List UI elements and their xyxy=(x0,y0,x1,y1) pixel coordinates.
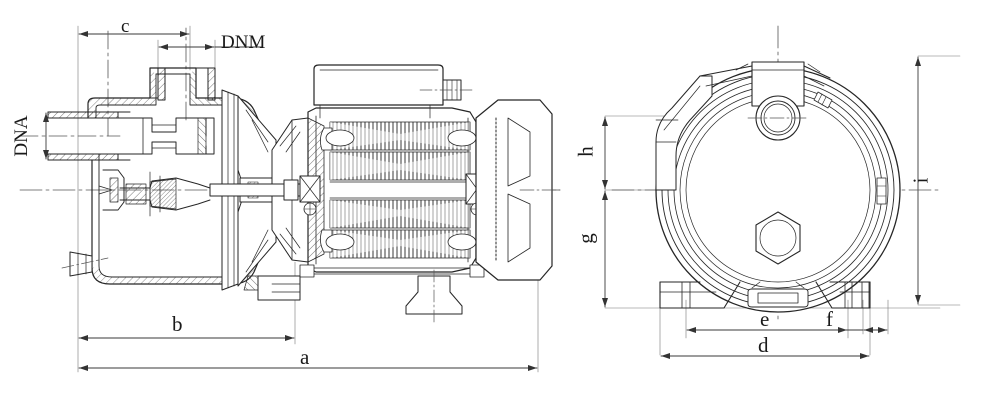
discharge-nozzle xyxy=(149,67,233,101)
base-feet xyxy=(659,281,871,309)
motor-frame xyxy=(299,107,489,278)
hex-plug xyxy=(755,211,801,265)
side-bracket xyxy=(655,75,713,191)
dimension-label-f: f xyxy=(826,307,833,331)
dimension-label-dna: DNA xyxy=(11,115,32,157)
dimension-label-dnm: DNM xyxy=(221,32,266,53)
sectional-side-view xyxy=(19,25,561,373)
dimension-label-c: c xyxy=(121,16,130,37)
discharge-port-circle xyxy=(747,95,809,141)
end-view xyxy=(602,25,961,359)
fan-cover xyxy=(475,99,561,281)
dimension-lines-right xyxy=(602,56,921,359)
casing-ribs xyxy=(813,91,887,205)
dimension-label-a: a xyxy=(300,345,310,369)
dimension-label-b: b xyxy=(172,312,183,336)
dimension-label-g: g xyxy=(573,233,598,244)
internal-ejector-assembly xyxy=(95,117,215,217)
dimension-label-h: h xyxy=(573,146,598,157)
dimension-lines-left xyxy=(43,31,538,371)
dimension-label-d: d xyxy=(758,333,769,357)
dimension-label-i: i xyxy=(908,177,933,184)
dimension-label-e: e xyxy=(760,307,770,331)
motor-foot xyxy=(405,269,463,323)
drain-plug xyxy=(61,251,109,277)
terminal-box xyxy=(313,64,473,119)
pump-foot xyxy=(243,275,301,301)
